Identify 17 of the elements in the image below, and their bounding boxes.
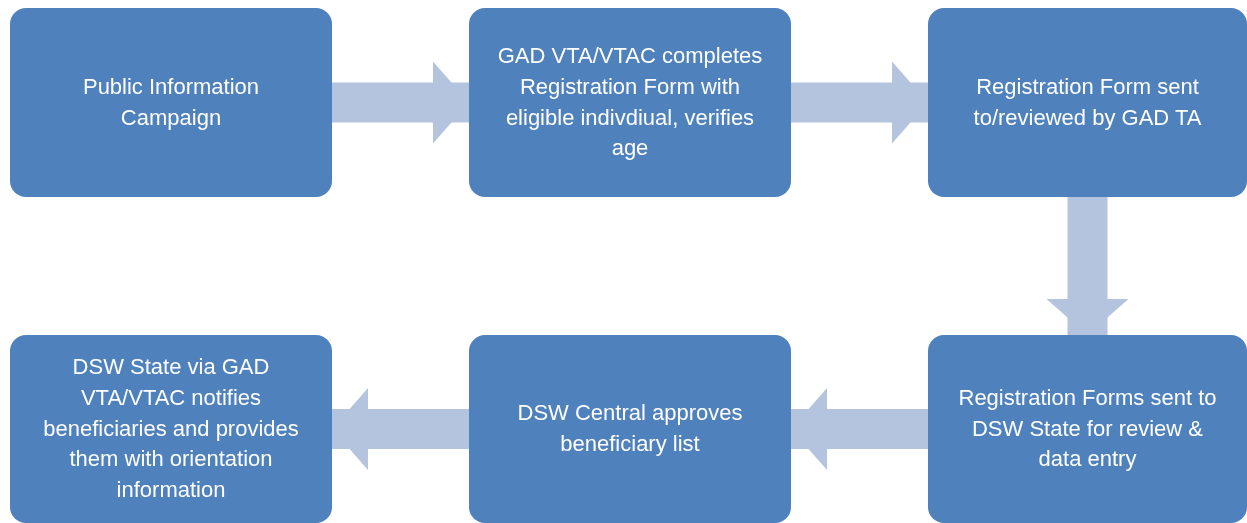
process-box xyxy=(10,335,332,523)
process-box xyxy=(928,8,1247,197)
process-box xyxy=(469,335,791,523)
block-arrow xyxy=(1046,197,1129,335)
block-arrow xyxy=(791,61,928,144)
step-text: DSW Central approves beneficiary list xyxy=(516,399,744,458)
step-text: DSW State via GAD VTA/VTAC notifies beneficiaries and provides them with orientation information xyxy=(42,353,300,505)
block-arrow xyxy=(332,61,469,144)
process-box xyxy=(928,335,1247,523)
step-text: Registration Forms sent to DSW State for review & data entry xyxy=(957,383,1218,474)
step-text: Registration Form sent to/reviewed by GAD TA xyxy=(972,72,1203,132)
process-box xyxy=(469,8,791,197)
block-arrow xyxy=(332,388,469,470)
step-text: Public Information Campaign xyxy=(81,72,261,132)
block-arrow xyxy=(791,388,928,470)
process-box xyxy=(10,8,332,197)
step-text: GAD VTA/VTAC completes Registration Form with eligible indivdiual, verifies age xyxy=(496,41,764,163)
